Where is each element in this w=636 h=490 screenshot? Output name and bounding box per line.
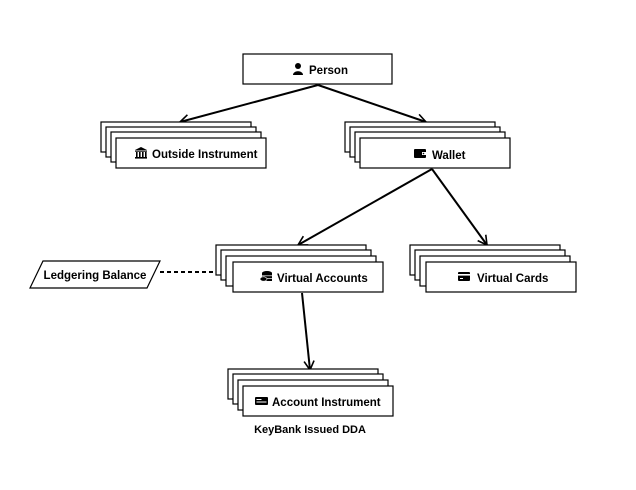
edge-wallet-virtual-accounts — [296, 168, 433, 246]
node-virtual-accounts[interactable]: Virtual Accounts — [215, 244, 384, 293]
edges — [160, 84, 488, 372]
node-virtual-cards[interactable]: Virtual Cards — [409, 244, 577, 293]
node-person[interactable]: Person — [242, 53, 393, 85]
node-wallet-label: Wallet — [432, 150, 466, 162]
node-ledgering-balance-label: Ledgering Balance — [44, 270, 147, 282]
node-virtual-accounts-label: Virtual Accounts — [277, 273, 368, 285]
edge-wallet-virtual-cards — [431, 168, 488, 247]
node-virtual-cards-label: Virtual Cards — [477, 273, 548, 285]
node-ledgering-balance[interactable]: Ledgering Balance — [29, 260, 161, 289]
node-account-instrument-label: Account Instrument — [272, 397, 381, 409]
bank-icon — [135, 147, 147, 159]
wallet-icon — [414, 149, 426, 158]
check-icon — [255, 397, 268, 405]
node-wallet[interactable]: Wallet — [344, 121, 511, 169]
node-account-instrument[interactable]: Account Instrument — [227, 368, 394, 417]
edge-person-outside-instrument — [178, 84, 319, 126]
person-icon — [293, 63, 303, 75]
coins-icon — [259, 271, 272, 282]
credit-card-icon — [458, 272, 470, 281]
node-outside-instrument[interactable]: Outside Instrument — [100, 121, 267, 169]
edge-person-wallet — [317, 84, 428, 125]
node-person-label: Person — [309, 65, 348, 77]
node-outside-instrument-label: Outside Instrument — [152, 149, 258, 161]
edge-virtual-accounts-account-instrument — [301, 292, 315, 372]
account-instrument-caption: KeyBank Issued DDA — [254, 424, 366, 436]
